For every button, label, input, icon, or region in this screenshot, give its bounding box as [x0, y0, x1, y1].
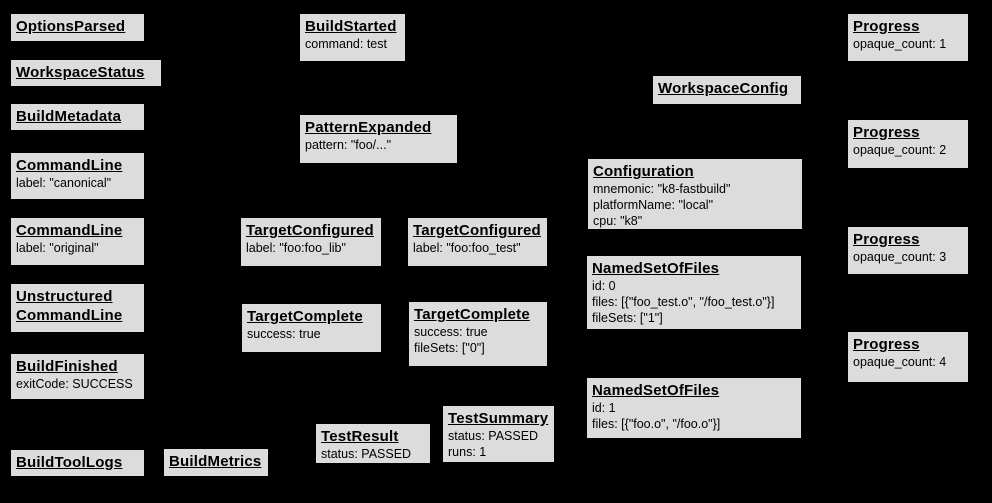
event-node-namedsetoffiles: NamedSetOfFiles id: 1 files: [{"foo.o", "/…	[586, 377, 802, 439]
node-field: label: "canonical"	[16, 176, 112, 190]
node-title: Progress	[853, 124, 920, 141]
event-node-testresult: TestResult status: PASSED	[315, 423, 431, 464]
node-title: PatternExpanded	[305, 119, 432, 136]
event-node-unstructured-commandline: Unstructured CommandLine	[10, 283, 145, 333]
node-field: files: [{"foo.o", "/foo.o"}]	[592, 417, 721, 431]
event-node-patternexpanded: PatternExpanded pattern: "foo/..."	[299, 114, 458, 164]
node-title: Progress	[853, 231, 920, 248]
node-field: success: true	[247, 327, 321, 341]
node-field: opaque_count: 1	[853, 37, 947, 51]
event-node-configuration: Configuration mnemonic: "k8-fastbuild" pla…	[587, 158, 803, 230]
node-title: CommandLine	[16, 222, 123, 239]
event-node-workspaceconfig: WorkspaceConfig	[652, 75, 802, 105]
event-node-progress: Progress opaque_count: 4	[847, 331, 969, 383]
node-field: label: "original"	[16, 241, 99, 255]
node-title: TargetConfigured	[246, 222, 374, 239]
event-node-commandline: CommandLine label: "canonical"	[10, 152, 145, 200]
node-title: BuildToolLogs	[16, 454, 123, 471]
event-node-optionsparsed: OptionsParsed	[10, 13, 145, 42]
event-node-progress: Progress opaque_count: 2	[847, 119, 969, 169]
node-field: pattern: "foo/..."	[305, 138, 392, 152]
event-node-targetconfigured: TargetConfigured label: "foo:foo_lib"	[240, 217, 382, 267]
event-node-commandline: CommandLine label: "original"	[10, 217, 145, 266]
event-node-buildmetrics: BuildMetrics	[163, 448, 269, 477]
node-field: opaque_count: 4	[853, 355, 947, 369]
node-title: TargetComplete	[414, 306, 530, 323]
node-field: opaque_count: 2	[853, 143, 947, 157]
event-node-buildfinished: BuildFinished exitCode: SUCCESS	[10, 353, 145, 400]
node-title: TestSummary	[448, 410, 549, 427]
node-field: status: PASSED	[321, 447, 412, 461]
event-node-buildmetadata: BuildMetadata	[10, 103, 145, 131]
node-title: Unstructured CommandLine	[16, 288, 123, 324]
node-field: exitCode: SUCCESS	[16, 377, 133, 391]
node-field: fileSets: ["0"]	[414, 341, 485, 355]
node-title: Configuration	[593, 163, 694, 180]
node-field: label: "foo:foo_test"	[413, 241, 521, 255]
node-field: id: 0	[592, 279, 616, 293]
node-title: Progress	[853, 336, 920, 353]
node-field: fileSets: ["1"]	[592, 311, 663, 325]
event-node-targetcomplete: TargetComplete success: true fileSets: ["0…	[408, 301, 548, 367]
event-node-targetconfigured: TargetConfigured label: "foo:foo_test"	[407, 217, 548, 267]
event-node-targetcomplete: TargetComplete success: true	[241, 303, 382, 353]
node-title: CommandLine	[16, 157, 123, 174]
node-title: NamedSetOfFiles	[592, 260, 720, 277]
event-node-buildtoollogs: BuildToolLogs	[10, 449, 145, 477]
event-node-namedsetoffiles: NamedSetOfFiles id: 0 files: [{"foo_test.o…	[586, 255, 802, 330]
node-field: runs: 1	[448, 445, 487, 459]
node-title: BuildFinished	[16, 358, 118, 375]
event-node-testsummary: TestSummary status: PASSED runs: 1	[442, 405, 555, 463]
node-field: platformName: "local"	[593, 198, 714, 212]
node-field: status: PASSED	[448, 429, 539, 443]
node-field: files: [{"foo_test.o", "/foo_test.o"}]	[592, 295, 775, 309]
node-field: id: 1	[592, 401, 616, 415]
node-title: TestResult	[321, 428, 399, 445]
node-title: NamedSetOfFiles	[592, 382, 720, 399]
node-title: OptionsParsed	[16, 18, 126, 35]
node-title: WorkspaceConfig	[658, 80, 789, 97]
node-field: label: "foo:foo_lib"	[246, 241, 346, 255]
node-title: BuildMetrics	[169, 453, 262, 470]
node-title: BuildStarted	[305, 18, 397, 35]
node-field: success: true	[414, 325, 488, 339]
node-title: TargetComplete	[247, 308, 363, 325]
node-field: command: test	[305, 37, 387, 51]
node-field: opaque_count: 3	[853, 250, 947, 264]
event-node-progress: Progress opaque_count: 1	[847, 13, 969, 62]
event-node-workspacestatus: WorkspaceStatus	[10, 59, 162, 87]
node-title: Progress	[853, 18, 920, 35]
node-title: WorkspaceStatus	[16, 64, 145, 81]
node-title: BuildMetadata	[16, 108, 122, 125]
event-node-progress: Progress opaque_count: 3	[847, 226, 969, 275]
event-node-buildstarted: BuildStarted command: test	[299, 13, 406, 62]
node-field: cpu: "k8"	[593, 214, 643, 228]
node-field: mnemonic: "k8-fastbuild"	[593, 182, 731, 196]
node-title: TargetConfigured	[413, 222, 541, 239]
